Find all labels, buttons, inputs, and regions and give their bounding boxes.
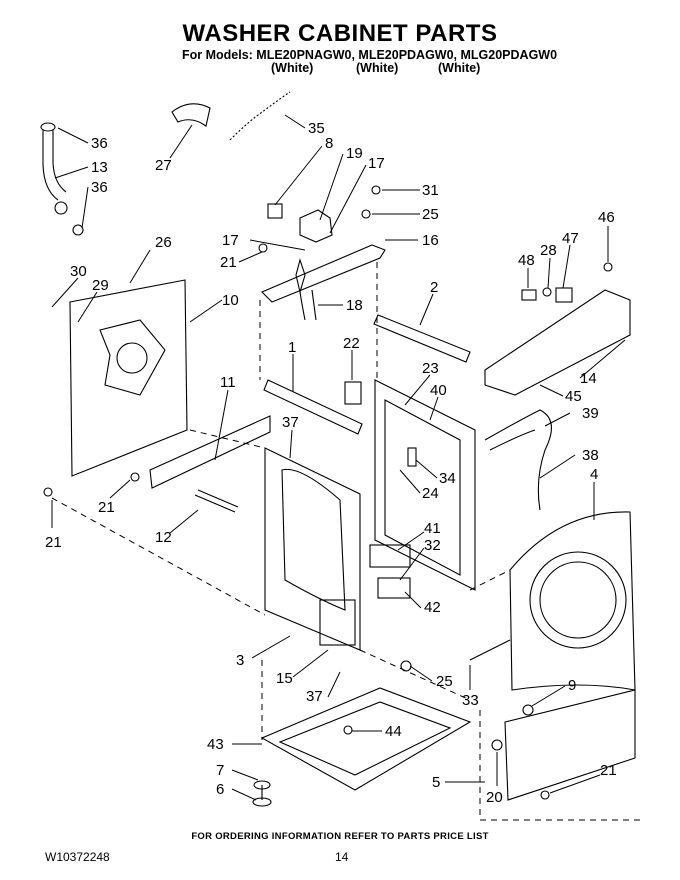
component-part-15: [319, 599, 356, 646]
rail-part-11: [149, 415, 271, 489]
page-title: WASHER CABINET PARTS: [182, 20, 498, 47]
ordering-info-note: FOR ORDERING INFORMATION REFER TO PARTS …: [191, 831, 489, 842]
callout-45: 45: [565, 388, 582, 405]
callout-36: 36: [91, 135, 108, 152]
callout-34: 34: [439, 470, 456, 487]
box-part-41: [369, 544, 411, 568]
callout-21: 21: [600, 762, 617, 779]
spring-part-12: [194, 489, 239, 513]
callout-24: 24: [422, 485, 439, 502]
bracket-part-27: [171, 103, 211, 127]
part-drawings: [40, 91, 636, 807]
callout-8: 8: [325, 135, 333, 152]
callout-18: 18: [346, 297, 363, 314]
callout-10: 10: [222, 292, 239, 309]
callout-22: 22: [343, 335, 360, 352]
back-panel-part-10: [69, 279, 188, 477]
callout-21: 21: [98, 499, 115, 516]
callout-48: 48: [518, 252, 535, 269]
callout-20: 20: [486, 789, 503, 806]
page-number: 14: [335, 850, 349, 864]
callout-leader-lines: [51, 114, 626, 801]
callout-16: 16: [422, 232, 439, 249]
callout-39: 39: [582, 405, 599, 422]
model-color-3: (White): [438, 61, 481, 75]
callout-32: 32: [424, 537, 441, 554]
callout-31: 31: [422, 182, 439, 199]
callout-37: 37: [282, 414, 299, 431]
callout-17: 17: [368, 155, 385, 172]
cord-part-35: [229, 91, 291, 141]
base-part-43: [260, 687, 472, 791]
callout-12: 12: [155, 529, 172, 546]
callout-25: 25: [422, 206, 439, 223]
callout-29: 29: [92, 277, 109, 294]
callout-17: 17: [222, 232, 239, 249]
callout-9: 9: [568, 677, 576, 694]
bracket-part-42: [377, 577, 411, 599]
models-line: For Models: MLE20PNAGW0, MLE20PDAGW0, ML…: [182, 48, 558, 62]
callout-5: 5: [432, 774, 440, 791]
wire-harness-part: [484, 409, 552, 511]
door-panel-part-5: [504, 689, 636, 801]
alignment-dashed-lines: [51, 262, 640, 821]
callout-36: 36: [91, 179, 108, 196]
callout-25: 25: [436, 673, 453, 690]
callout-40: 40: [430, 382, 447, 399]
leveling-foot-part: [252, 780, 272, 807]
callout-35: 35: [308, 120, 325, 137]
hose-part-18: [299, 289, 317, 321]
callout-1: 1: [288, 339, 296, 356]
callout-21: 21: [45, 534, 62, 551]
callout-21: 21: [220, 254, 237, 271]
callout-33: 33: [462, 692, 479, 709]
callout-2: 2: [430, 279, 438, 296]
inner-frame-part-2: [373, 314, 471, 363]
console-part-45: [484, 289, 631, 396]
top-frame-part-16: [261, 244, 386, 303]
document-number: W10372248: [45, 850, 110, 864]
callout-37: 37: [306, 688, 323, 705]
callout-26: 26: [155, 234, 172, 251]
valve-part: [299, 209, 333, 243]
callout-14: 14: [580, 370, 597, 387]
callout-38: 38: [582, 447, 599, 464]
callout-27: 27: [155, 157, 172, 174]
callout-15: 15: [276, 670, 293, 687]
callout-4: 4: [590, 466, 598, 483]
rear-cabinet-part: [374, 379, 476, 591]
callout-41: 41: [424, 520, 441, 537]
callout-30: 30: [70, 263, 87, 280]
callout-3: 3: [236, 652, 244, 669]
bolt-part-33: [469, 639, 511, 661]
model-color-1: (White): [271, 61, 314, 75]
callout-44: 44: [385, 723, 402, 740]
base-bracket-part-1: [263, 379, 363, 435]
callout-6: 6: [216, 781, 224, 798]
callout-47: 47: [562, 230, 579, 247]
callout-7: 7: [216, 762, 224, 779]
fill-hose-part: [40, 122, 84, 236]
callout-28: 28: [540, 242, 557, 259]
callout-42: 42: [424, 599, 441, 616]
callout-19: 19: [346, 145, 363, 162]
model-color-2: (White): [356, 61, 399, 75]
cabinet-side-part-3: [264, 447, 361, 651]
callout-labels: 36 13 36 27 35 8 19 17 31 25 17 16 21 18…: [45, 120, 617, 806]
callout-11: 11: [220, 374, 236, 391]
callout-43: 43: [207, 736, 224, 753]
callout-23: 23: [422, 360, 439, 377]
callout-46: 46: [598, 209, 615, 226]
callout-13: 13: [91, 159, 108, 176]
